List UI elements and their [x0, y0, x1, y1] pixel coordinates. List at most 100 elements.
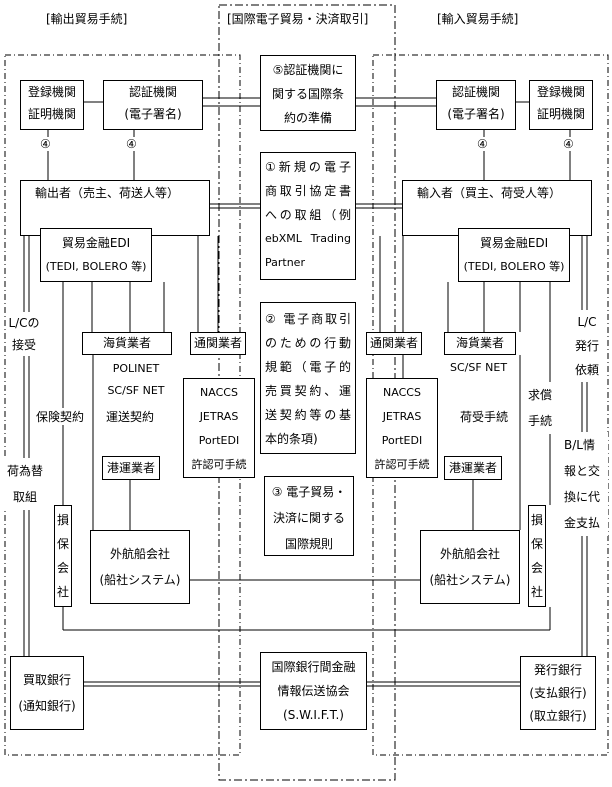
box-line: 送契約等の基 — [265, 408, 351, 422]
center-item5-box: ⑤認証機関に関する国際条約の準備 — [260, 55, 356, 131]
box-line: 社 — [530, 585, 543, 599]
box-line: 港運業者 — [448, 461, 497, 475]
exporter-box: 輸出者（売主、荷送人等） — [20, 180, 210, 236]
box-line: 登録機関 — [536, 85, 585, 99]
box-line: 買取銀行 — [22, 673, 71, 687]
box-line: 外航船会社 — [109, 547, 170, 561]
label-line: 荷為替 — [6, 464, 43, 478]
label-line: 接受 — [11, 338, 36, 352]
box-line: 登録機関 — [27, 85, 76, 99]
box-line: 本的条項) — [265, 432, 318, 446]
box-line: JETRAS — [199, 410, 239, 423]
import-sys1-label: SC/SF NET — [450, 361, 508, 374]
export-cert-step-label: ④ — [126, 137, 137, 151]
box-line: 社 — [56, 585, 69, 599]
import-cert-step-label: ④ — [477, 137, 488, 151]
import-region-title: [輸入貿易手続] — [437, 12, 519, 26]
export-insurer-box: 損保会社 — [54, 505, 72, 607]
box-line: 証明機関 — [27, 107, 76, 121]
box-line: への取組（例 — [265, 208, 351, 222]
box-line: (電子署名) — [124, 107, 182, 121]
box-line: 国際規則 — [284, 537, 333, 551]
box-line: ⑤認証機関に — [272, 63, 344, 77]
box-line: JETRAS — [382, 410, 422, 423]
label-line: 手続 — [527, 414, 552, 428]
box-line: 証明機関 — [536, 107, 585, 121]
label-line: SC/SF NET — [107, 384, 165, 397]
export-registry-box: 登録機関証明機関 — [20, 80, 84, 130]
label-line: 求償 — [527, 388, 552, 402]
box-line: (電子署名) — [447, 107, 505, 121]
exporter-label: 輸出者（売主、荷送人等） — [35, 186, 180, 200]
center-item2-box: ② 電子商取引のための行動規範（電子的売買契約、運送契約等の基本的条項) — [260, 302, 356, 454]
box-line: 発行銀行 — [533, 663, 582, 677]
label-line: 報と交 — [564, 464, 601, 478]
box-line: (船社システム) — [99, 573, 181, 587]
box-line: 国際銀行間金融 — [271, 660, 356, 674]
collection-label: 求償手続 — [524, 382, 556, 434]
box-line: ebXML Trading — [265, 232, 351, 245]
export-port-operator-box: 港運業者 — [102, 456, 160, 480]
box-line: 売買契約、運 — [265, 384, 351, 398]
box-line: 海貨業者 — [102, 336, 151, 350]
import-marine-forwarder-box: 海貨業者 — [444, 332, 516, 355]
box-line: のための行動 — [265, 336, 351, 350]
importer-box: 輸入者（買主、荷受人等） — [402, 180, 592, 236]
box-line: 貿易金融EDI — [61, 236, 131, 250]
box-line: 通関業者 — [369, 336, 418, 350]
negotiation-label: 荷為替取組 — [4, 458, 46, 510]
export-bank-box: 買取銀行(通知銀行) — [10, 656, 84, 730]
box-line: ② 電子商取引 — [265, 312, 351, 326]
box-line: 許認可手続 — [374, 458, 430, 471]
box-line: 損 — [530, 513, 543, 527]
box-line: 情報伝送協会 — [277, 684, 350, 698]
swift-box: 国際銀行間金融情報伝送協会 (S.W.I.F.T.) — [260, 652, 367, 730]
label-line: 依頼 — [574, 363, 599, 377]
center-region-title: [国際電子貿易・決済取引] — [227, 12, 369, 26]
box-line: 決済に関する — [272, 511, 345, 525]
import-registry-box: 登録機関証明機関 — [529, 80, 593, 130]
importer-label: 輸入者（買主、荷受人等） — [417, 186, 562, 200]
box-line: 約の準備 — [283, 111, 332, 125]
bl-exchange-label: B/L情報と交換に代金支払 — [564, 432, 608, 536]
label-line: L/Cの — [8, 316, 40, 330]
cargo-receipt-label: 荷受手続 — [460, 408, 509, 425]
box-line: Partner — [265, 256, 305, 269]
box-line: (S.W.I.F.T.) — [283, 708, 344, 722]
label-line: B/L情 — [564, 438, 595, 452]
box-line: 貿易金融EDI — [479, 236, 549, 250]
export-cert-box: 認証機関 (電子署名) — [103, 80, 203, 130]
box-line: 認証機関 — [451, 85, 500, 99]
box-line: (TEDI, BOLERO 等) — [463, 260, 565, 273]
box-line: NACCS — [200, 386, 238, 399]
export-insurance-contract-label: 保険契約 — [36, 408, 85, 425]
import-region-frame — [372, 54, 609, 756]
box-line: 規範（電子的 — [265, 360, 351, 374]
import-bank-box: 発行銀行(支払銀行)(取立銀行) — [520, 656, 596, 730]
box-line: ①新規の電子 — [265, 160, 351, 174]
label-line: 取組 — [12, 490, 37, 504]
label-line: 金支払 — [564, 516, 601, 530]
box-line: ③ 電子貿易・ — [271, 485, 347, 499]
label-line: 発行 — [574, 339, 599, 353]
import-edi-box: 貿易金融EDI (TEDI, BOLERO 等) — [458, 228, 570, 282]
box-line: 会 — [530, 561, 543, 575]
box-line: 通関業者 — [193, 336, 242, 350]
import-customs-broker-box: 通関業者 — [366, 332, 422, 355]
box-line: 認証機関 — [128, 85, 177, 99]
import-insurer-box: 損保会社 — [528, 505, 546, 607]
import-registry-step-label: ④ — [563, 137, 574, 151]
box-line: (TEDI, BOLERO 等) — [45, 260, 147, 273]
export-shipping-company-box: 外航船会社 (船社システム) — [90, 530, 190, 604]
box-line: 会 — [56, 561, 69, 575]
box-line: NACCS — [383, 386, 421, 399]
export-registry-step-label: ④ — [40, 137, 51, 151]
label-line: L/C — [577, 315, 597, 329]
box-line: 商取引協定書 — [265, 184, 351, 198]
